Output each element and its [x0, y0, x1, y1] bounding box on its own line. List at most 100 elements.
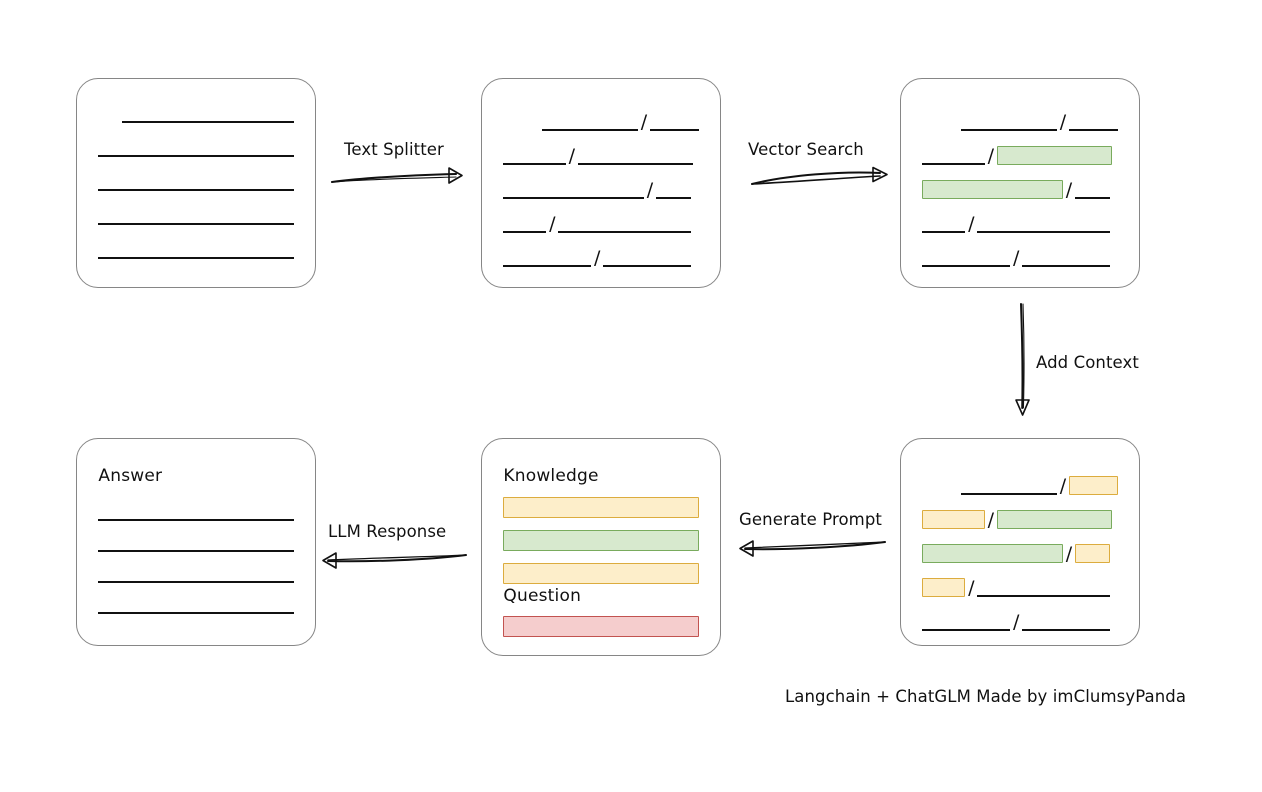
separator-slash: / — [1013, 246, 1020, 269]
context-chunk-chip — [1074, 543, 1111, 563]
source-document-box[interactable] — [76, 78, 316, 288]
source-document-lines — [98, 79, 294, 287]
matched-chunk-chip — [996, 145, 1113, 165]
doc-line — [98, 257, 294, 259]
diagram-caption: Langchain + ChatGLM Made by imClumsyPand… — [785, 687, 1187, 706]
answer-content: Answer — [98, 439, 294, 645]
answer-line — [98, 519, 294, 521]
arrow-llm-response: LLM Response — [320, 522, 468, 572]
text-run — [650, 111, 699, 131]
separator-slash: / — [1059, 110, 1067, 133]
separator-slash: / — [1059, 474, 1067, 497]
separator-slash: / — [549, 212, 556, 235]
split-row: / — [503, 145, 698, 165]
split-row: / — [922, 213, 1117, 233]
text-run — [558, 213, 691, 233]
knowledge-bar — [503, 497, 699, 518]
text-run — [1022, 611, 1110, 631]
text-run — [922, 145, 984, 165]
question-heading: Question — [503, 586, 582, 606]
prompt-box[interactable]: Knowledge Question — [481, 438, 721, 656]
doc-line — [121, 121, 294, 123]
doc-line — [98, 189, 294, 191]
split-row: / — [922, 509, 1117, 529]
separator-slash: / — [646, 178, 654, 201]
text-run — [922, 247, 1010, 267]
arrow-llm-response-label: LLM Response — [328, 522, 447, 541]
text-run — [977, 213, 1110, 233]
split-row: / — [503, 111, 698, 131]
prompt-content: Knowledge Question — [503, 439, 699, 655]
separator-slash: / — [968, 576, 975, 599]
arrow-left-icon — [322, 552, 467, 569]
context-chunk-chip — [1068, 475, 1118, 495]
text-run — [922, 611, 1010, 631]
text-run — [503, 213, 546, 233]
text-run — [1075, 179, 1110, 199]
doc-line — [98, 155, 294, 157]
context-document-lines: / / / / / — [922, 439, 1118, 645]
arrow-add-context-label: Add Context — [1036, 353, 1139, 372]
separator-slash: / — [968, 212, 975, 235]
separator-slash: / — [987, 508, 995, 531]
text-run — [503, 179, 644, 199]
matched-chunk-chip — [996, 509, 1113, 529]
knowledge-heading: Knowledge — [503, 466, 599, 486]
split-row: / — [503, 179, 698, 199]
text-run — [961, 111, 1056, 131]
arrow-vector-search: Vector Search — [748, 140, 888, 195]
context-document-box[interactable]: / / / / / — [900, 438, 1140, 646]
text-run — [1069, 111, 1118, 131]
text-run — [961, 475, 1056, 495]
arrow-vector-search-label: Vector Search — [748, 140, 864, 159]
answer-line — [98, 581, 294, 583]
arrow-left-icon — [739, 540, 886, 557]
text-run — [977, 577, 1110, 597]
vector-matched-lines: / / / / / — [922, 79, 1117, 287]
matched-chunk-chip — [922, 179, 1063, 199]
arrow-generate-prompt: Generate Prompt — [737, 510, 887, 560]
arrow-text-splitter-label: Text Splitter — [344, 140, 444, 159]
separator-slash: / — [1065, 542, 1073, 565]
arrow-down-icon — [1015, 303, 1030, 416]
split-document-lines: / / / / / — [503, 79, 698, 287]
vector-matched-document-box[interactable]: / / / / / — [900, 78, 1140, 288]
split-document-box[interactable]: / / / / / — [481, 78, 721, 288]
split-row: / — [922, 247, 1117, 267]
text-run — [1022, 247, 1110, 267]
arrow-right-icon — [330, 167, 463, 184]
text-run — [922, 213, 965, 233]
split-row: / — [922, 543, 1117, 563]
separator-slash: / — [1065, 178, 1073, 201]
text-run — [503, 145, 565, 165]
text-run — [503, 247, 591, 267]
split-row: / — [922, 179, 1117, 199]
split-row: / — [503, 247, 698, 267]
text-run — [656, 179, 691, 199]
split-row: / — [922, 577, 1117, 597]
split-row: / — [503, 213, 698, 233]
answer-line — [98, 550, 294, 552]
separator-slash: / — [987, 144, 995, 167]
knowledge-bar — [503, 563, 699, 584]
knowledge-bar — [503, 530, 699, 551]
matched-chunk-chip — [922, 543, 1063, 563]
arrow-right-icon — [751, 166, 888, 185]
context-chunk-chip — [922, 509, 985, 529]
separator-slash: / — [568, 144, 576, 167]
text-run — [578, 145, 693, 165]
arrow-text-splitter: Text Splitter — [330, 140, 465, 195]
answer-box[interactable]: Answer — [76, 438, 316, 646]
separator-slash: / — [640, 110, 648, 133]
separator-slash: / — [594, 246, 601, 269]
separator-slash: / — [1013, 610, 1020, 633]
question-bar — [503, 616, 699, 637]
split-row: / — [922, 474, 1118, 497]
split-row: / — [922, 145, 1117, 165]
text-run — [542, 111, 637, 131]
arrow-add-context: Add Context — [1010, 302, 1190, 420]
split-row: / — [922, 111, 1117, 131]
arrow-generate-prompt-label: Generate Prompt — [739, 510, 882, 529]
doc-line — [98, 223, 294, 225]
